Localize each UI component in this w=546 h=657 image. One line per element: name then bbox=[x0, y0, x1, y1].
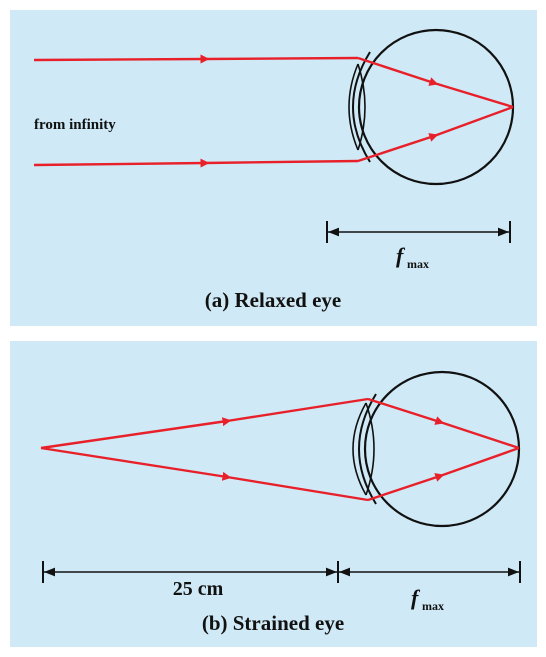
refracted-ray-bottom bbox=[368, 476, 440, 500]
focal-length-subscript: max bbox=[422, 599, 444, 613]
strained-eye-panel: 25 cm f max (b) Strained eye bbox=[10, 341, 537, 647]
incoming-ray-top bbox=[34, 59, 205, 60]
incoming-ray-bottom bbox=[41, 448, 227, 477]
relaxed-eye-diagram: from infinity f max (a) Relaxed eye bbox=[10, 10, 537, 326]
relaxed-eye-panel: from infinity f max (a) Relaxed eye bbox=[10, 10, 537, 326]
strained-eye-caption: (b) Strained eye bbox=[202, 611, 344, 635]
near-point-distance-label: 25 cm bbox=[173, 578, 224, 600]
focal-length-symbol: f bbox=[396, 243, 406, 268]
relaxed-eye-caption: (a) Relaxed eye bbox=[205, 288, 341, 312]
focal-length-symbol: f bbox=[411, 585, 421, 610]
incoming-ray-top bbox=[41, 421, 227, 448]
eyeball-circle bbox=[359, 30, 513, 184]
refracted-ray-top bbox=[368, 399, 440, 422]
strained-eye-diagram: 25 cm f max (b) Strained eye bbox=[10, 341, 537, 647]
refracted-ray-bottom bbox=[358, 136, 434, 161]
eyeball-circle bbox=[365, 372, 519, 526]
from-infinity-label: from infinity bbox=[34, 117, 116, 133]
focal-length-subscript: max bbox=[407, 257, 429, 271]
incoming-ray-bottom bbox=[34, 163, 205, 165]
